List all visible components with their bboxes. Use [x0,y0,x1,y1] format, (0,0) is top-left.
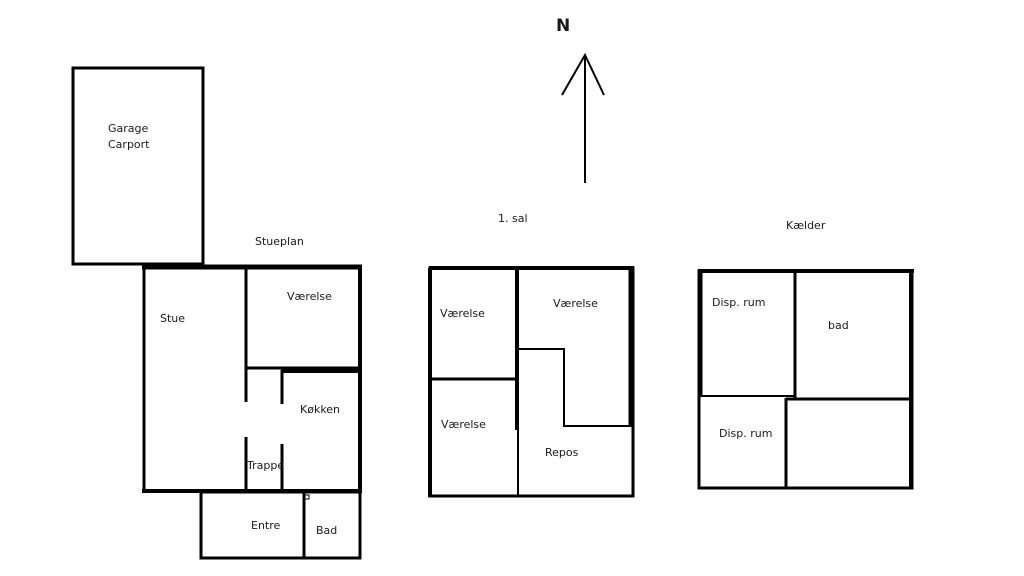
ground-floor-title: Stueplan [255,235,304,248]
north-arrow: N [556,16,605,183]
basement-plan: Kælder Disp. rum bad Disp. rum [697,219,914,490]
room-vaerelse-southwest: Værelse [441,418,486,431]
room-vaerelse-west: Værelse [440,307,485,320]
room-trappe: Trappe [246,459,284,472]
room-disp-rum-north: Disp. rum [712,296,765,309]
room-vaerelse: Værelse [287,290,332,303]
room-bad-basement: bad [828,319,849,332]
first-floor-title: 1. sal [498,212,528,225]
room-koekken: Køkken [300,403,340,416]
room-bad: Bad [316,524,337,537]
north-label: N [556,16,570,36]
room-vaerelse-east: Værelse [553,297,598,310]
garage-outline [71,66,205,266]
room-stue: Stue [160,312,185,325]
arrow-head [561,52,605,96]
room-disp-rum-south: Disp. rum [719,427,772,440]
first-floor-plan: 1. sal Værelse Værelse Værelse Repos [428,212,635,498]
carport-label: Carport [108,138,150,151]
room-entre: Entre [251,519,281,532]
room-repos: Repos [545,446,579,459]
ground-floor-plan: Stueplan Stue Værelse Køkken Trappe Entr… [142,235,362,560]
basement-title: Kælder [786,219,826,232]
garage-label: Garage [108,122,149,135]
garage-plan: Garage Carport [71,66,205,266]
